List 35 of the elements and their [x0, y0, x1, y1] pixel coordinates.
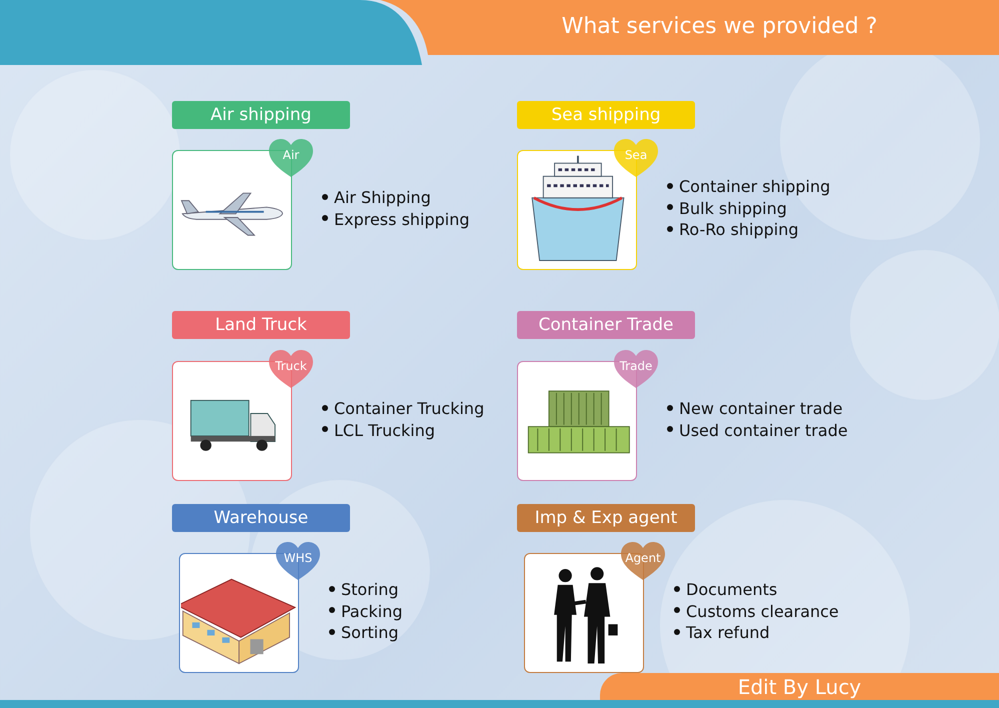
badge-label: Sea — [624, 148, 648, 162]
heart-badge — [269, 350, 313, 390]
heart-badge — [269, 139, 313, 179]
list-item-text: Ro-Ro shipping — [679, 220, 799, 239]
list-item-text: Packing — [341, 602, 403, 620]
category-header: Container Trade — [517, 311, 695, 339]
heart-badge — [614, 139, 658, 179]
list-item-text: Container shipping — [679, 177, 830, 196]
category-header: Warehouse — [172, 504, 350, 532]
badge-label: Trade — [618, 359, 654, 373]
page-title: What services we provided ? — [560, 14, 878, 39]
category-header: Imp & Exp agent — [517, 504, 695, 532]
badge-label: WHS — [282, 551, 314, 565]
list-item-text: Sorting — [341, 623, 399, 642]
list-item-text: Used container trade — [679, 420, 848, 440]
list-item-text: Customs clearance — [686, 602, 839, 620]
list-item-text: LCL Trucking — [334, 420, 436, 440]
badge-label: Truck — [274, 359, 308, 373]
list-item-text: Storing — [341, 580, 399, 599]
heart-badge — [621, 542, 665, 582]
list-item-text: Air Shipping — [334, 188, 431, 207]
category-header: Land Truck — [172, 311, 350, 339]
heart-badge — [276, 542, 320, 582]
badge-label: Agent — [624, 551, 662, 565]
list-item-text: Documents — [686, 580, 778, 599]
list-item-text: Container Trucking — [334, 399, 484, 418]
list-item-text: Express shipping — [334, 210, 470, 228]
list-item-text: Tax refund — [686, 623, 770, 642]
category-header: Sea shipping — [517, 101, 695, 129]
list-item-text: Bulk shipping — [679, 198, 787, 218]
list-item-text: New container trade — [679, 399, 843, 418]
category-header: Air shipping — [172, 101, 350, 129]
heart-badge — [614, 350, 658, 390]
caption-text: Edit By Lucy — [736, 675, 862, 699]
badge-label: Air — [282, 148, 300, 162]
